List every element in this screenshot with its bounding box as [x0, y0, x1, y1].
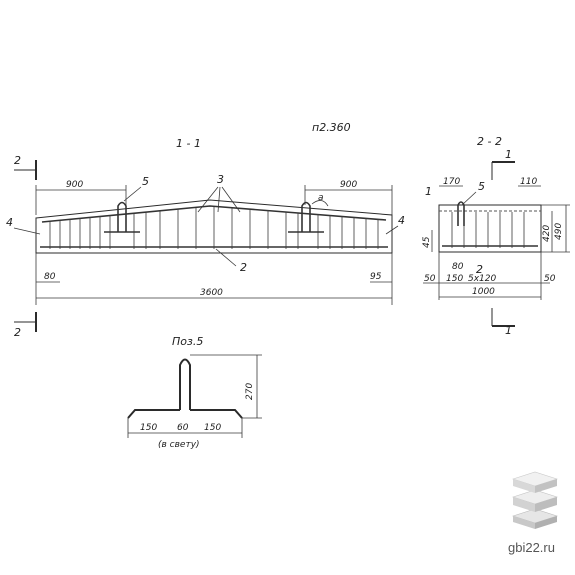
pos-4-label-right: 4 — [398, 214, 405, 227]
plate-label: п2.360 — [312, 121, 351, 134]
detail-position-5: Поз.5 270 150 60 150 (в свету) — [127, 335, 262, 450]
lifting-loop-left — [104, 201, 140, 233]
pos-5-label-left: 5 — [142, 175, 149, 188]
dim-right-900: 900 — [340, 180, 357, 190]
detail-title: Поз.5 — [172, 335, 203, 348]
cut-label-2-top: 2 — [14, 154, 21, 167]
dim-3600: 3600 — [200, 288, 223, 298]
stirrups-left — [49, 209, 179, 249]
dim-1000: 1000 — [472, 287, 495, 297]
dim-150-left: 150 — [140, 423, 157, 433]
section-stirrups — [451, 212, 525, 248]
dim-45: 45 — [422, 236, 432, 248]
cut-mark-1-bottom: 1 — [491, 308, 515, 337]
section-1-1-title: 1 - 1 — [176, 137, 201, 150]
dim-170: 170 — [443, 177, 460, 187]
section-lifting-loop — [457, 201, 465, 226]
lifting-loop-right — [288, 201, 324, 233]
cut-mark-2-bottom: 2 — [14, 312, 37, 339]
angle-label-a: a — [318, 193, 324, 203]
dim-80: 80 — [44, 272, 56, 282]
section-outline — [438, 204, 542, 253]
dim-80-section: 80 — [452, 262, 464, 272]
dim-5x120: 5x120 — [468, 274, 497, 284]
dim-490: 490 — [554, 223, 564, 240]
pos-2-label-section: 2 — [476, 263, 483, 276]
pos-2-label: 2 — [240, 261, 247, 274]
watermark-text: gbi22.ru — [508, 540, 555, 555]
dim-50-right: 50 — [544, 274, 556, 284]
dim-110: 110 — [520, 177, 537, 187]
cut-mark-2-top: 2 — [14, 154, 37, 180]
pos-5-label-section: 5 — [478, 180, 485, 193]
top-longitudinal-bar — [41, 205, 387, 223]
cut-mark-1-top: 1 — [491, 148, 515, 180]
cut-label-1-left: 1 — [425, 185, 432, 198]
pos-3-label: 3 — [217, 173, 224, 186]
section-2-2: 2 - 2 1 1 170 5 110 1 — [422, 135, 570, 337]
pos-4-label-left: 4 — [6, 216, 13, 229]
watermark-logo: gbi22.ru — [508, 471, 558, 555]
cut-label-1-top: 1 — [505, 148, 512, 161]
cut-label-1-bottom: 1 — [505, 324, 512, 337]
dim-150-right: 150 — [204, 423, 221, 433]
detail-note: (в свету) — [158, 440, 200, 450]
dim-50-left: 50 — [424, 274, 436, 284]
section-1-1: 1 - 1 п2.360 2 2 900 5 900 a 3 — [6, 121, 405, 339]
stirrups-middle — [195, 207, 269, 249]
dim-95: 95 — [370, 272, 382, 282]
dim-270: 270 — [245, 383, 255, 400]
dim-420: 420 — [542, 225, 552, 242]
dim-150-section: 150 — [446, 274, 463, 284]
section-2-2-title: 2 - 2 — [477, 135, 502, 148]
loop-bar-legs — [127, 409, 243, 419]
dim-60: 60 — [177, 423, 189, 433]
cut-label-2-bottom: 2 — [14, 326, 21, 339]
dim-left-900: 900 — [66, 180, 83, 190]
loop-bar-vertical — [179, 358, 191, 410]
beam-outline — [35, 199, 393, 254]
